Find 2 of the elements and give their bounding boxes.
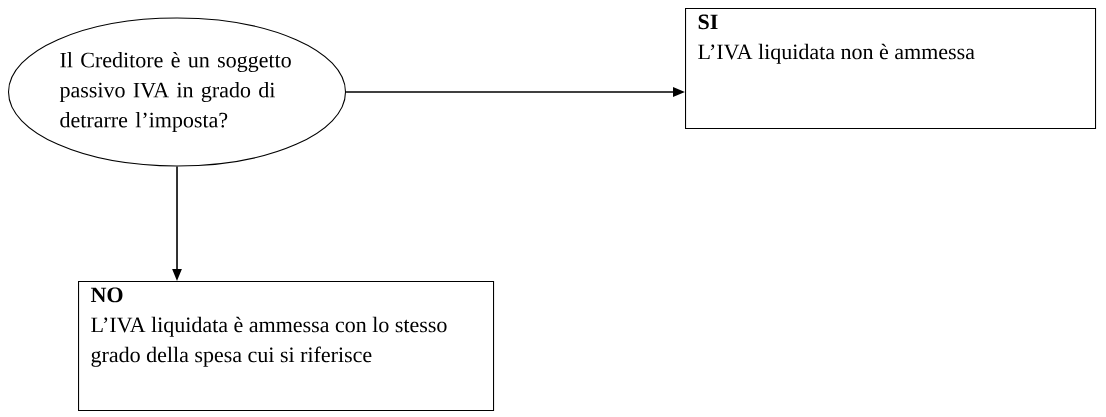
outcome-box: NO L’IVA liquidata è ammessa con lo stesso grado della spesa cui si riferisce (78, 281, 495, 412)
outcome-box: SI L’IVA liquidata non è ammessa (685, 8, 1097, 130)
